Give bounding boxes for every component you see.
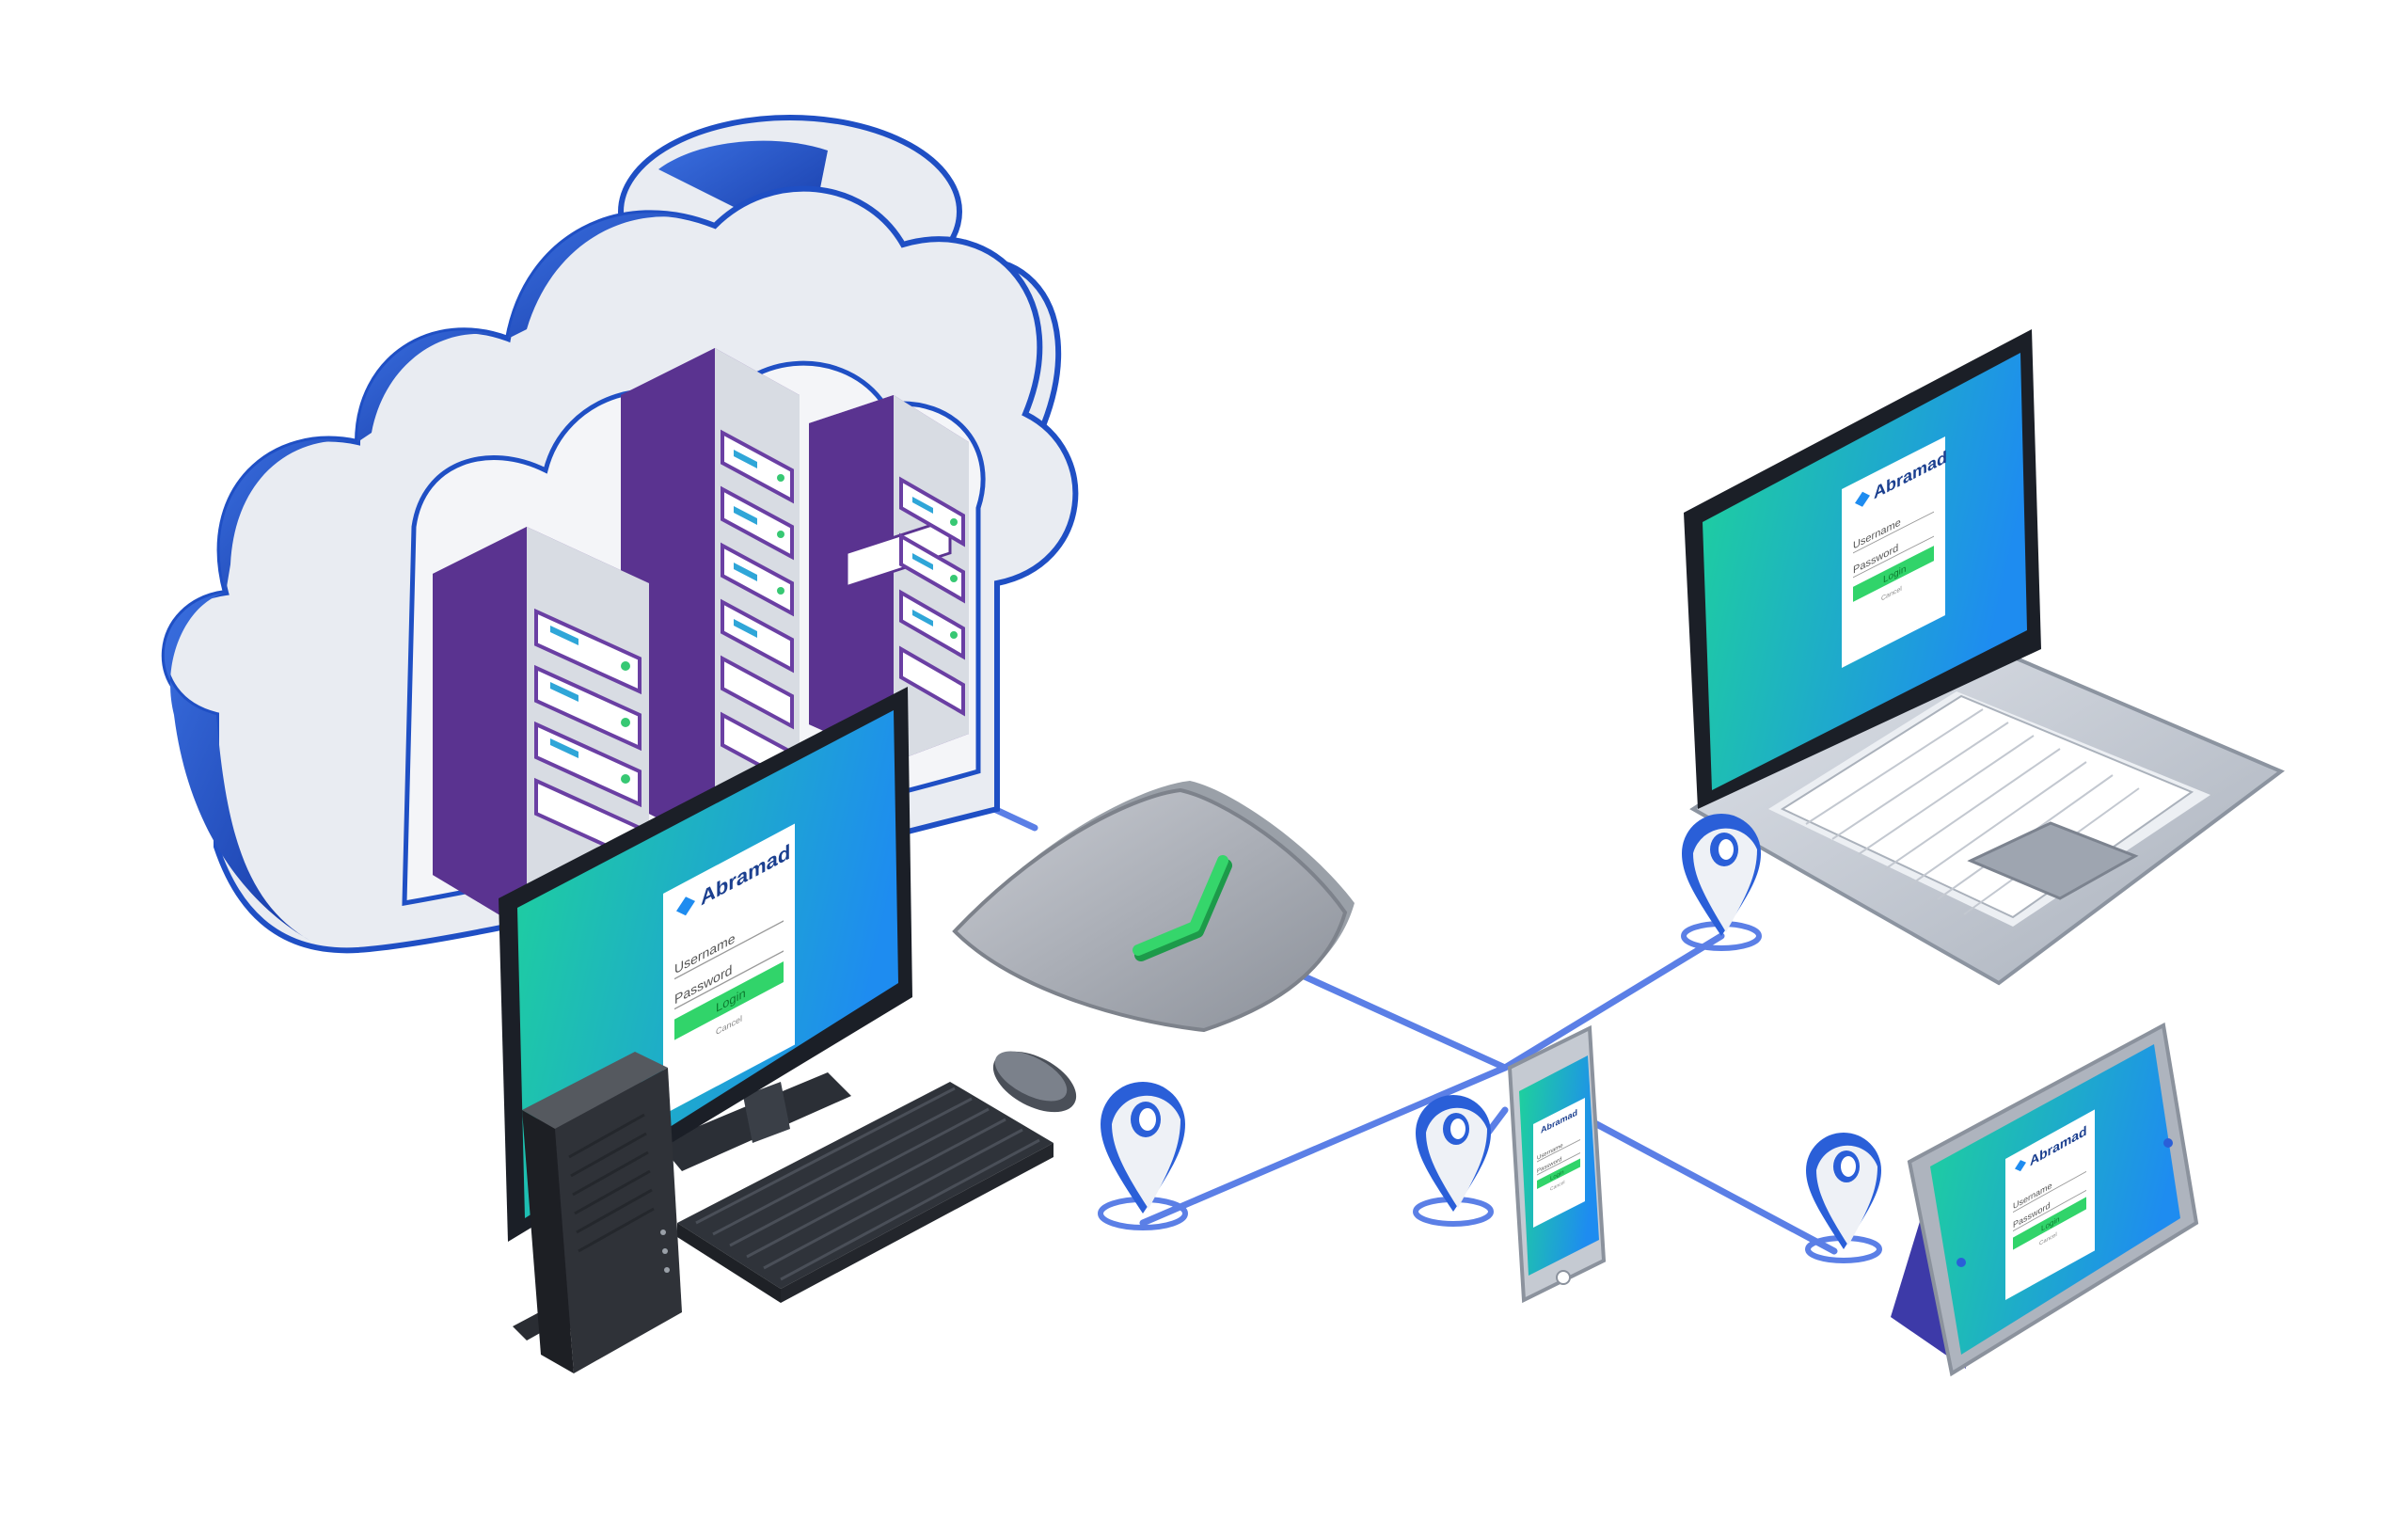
shield-check-icon [952,781,1354,1033]
phone-login-button[interactable] [1537,1158,1580,1189]
desktop-tower [513,1052,682,1373]
tablet-login-button[interactable] [2013,1197,2086,1250]
link-shield-hub [1294,970,1509,1071]
desktop-icon: Abramad Username Password Login Cancel [499,687,1077,1373]
laptop-icon: Abramad Username Password Login Cancel [1684,329,2285,986]
location-pin-icon [1681,814,1762,951]
location-pins [1098,814,1882,1263]
desktop-mouse [992,1051,1077,1113]
location-pin-icon [1098,1082,1188,1230]
link-hub-tablet [1558,1102,1838,1255]
phone-icon: Abramad Username Password Login Cancel [1507,1024,1607,1304]
desktop-login-button[interactable] [674,960,784,1040]
server-rack-icon [433,348,969,931]
laptop-trackpad [1967,821,2139,900]
link-hub-desktop [1139,1064,1509,1227]
location-pin-icon [1805,1133,1882,1263]
desktop-login-panel: Abramad Username Password Login Cancel [663,823,795,1115]
desktop-keyboard [677,1082,1054,1303]
laptop-login-panel: Abramad Username Password Login Cancel [1842,436,1947,668]
tablet-icon: Abramad Username Password Login Cancel [1891,1022,2199,1377]
link-hub-laptop [1501,932,1725,1071]
phone-login-panel: Abramad Username Password Login Cancel [1533,1097,1585,1228]
laptop-login-button[interactable] [1853,546,1934,602]
tablet-login-panel: Abramad Username Password Login Cancel [2005,1109,2095,1300]
location-pin-icon [1413,1095,1494,1227]
